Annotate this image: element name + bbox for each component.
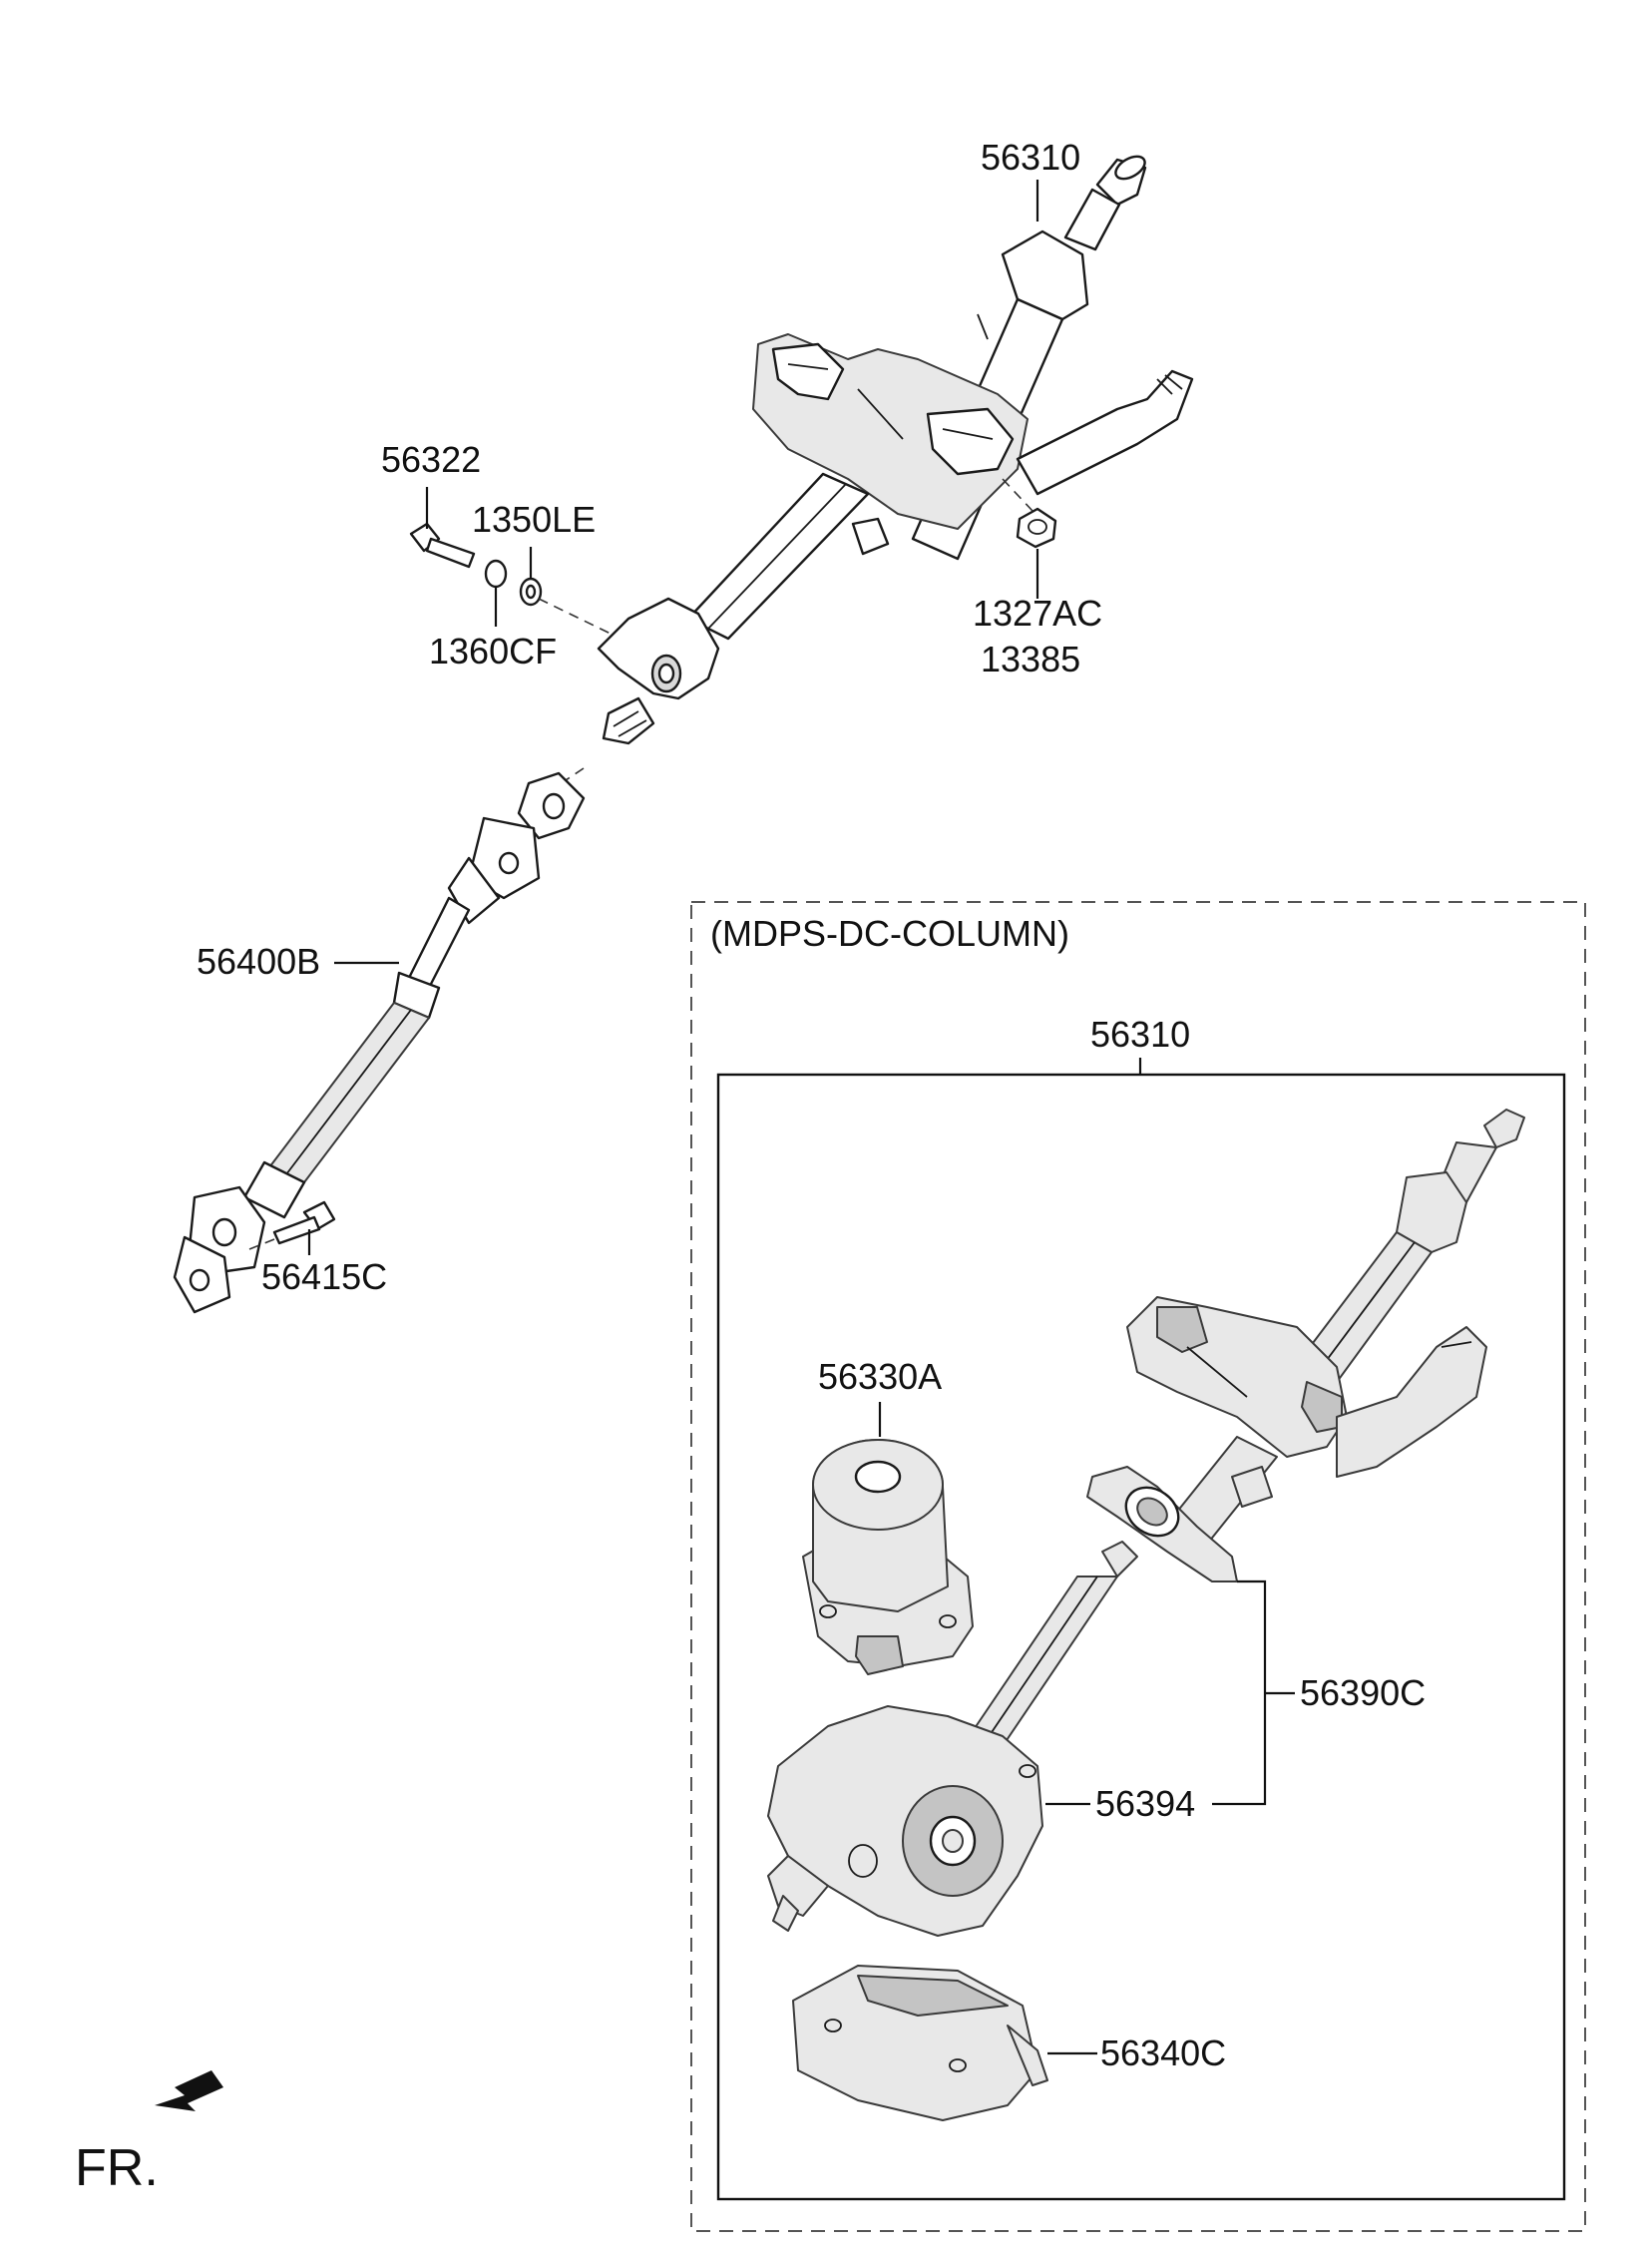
reducer-56394 bbox=[767, 1541, 1138, 1937]
label-56390c: 56390C bbox=[1300, 1672, 1426, 1713]
mdps-group-title: (MDPS-DC-COLUMN) bbox=[710, 913, 1069, 954]
label-1350le: 1350LE bbox=[472, 499, 596, 540]
label-56340c: 56340C bbox=[1100, 2032, 1226, 2073]
label-56310-group: 56310 bbox=[1090, 1014, 1190, 1055]
label-56310-upper: 56310 bbox=[981, 137, 1080, 178]
intermediate-shaft bbox=[173, 767, 586, 1314]
washer-1360cf bbox=[484, 559, 508, 589]
label-56400b: 56400B bbox=[197, 941, 320, 982]
label-56415c: 56415C bbox=[261, 1256, 387, 1297]
nut-1327ac bbox=[1016, 507, 1057, 549]
bolt-56415c bbox=[272, 1200, 336, 1245]
steering-column-upper bbox=[597, 155, 1194, 745]
leader-lines bbox=[307, 180, 1295, 2055]
ecu-56340c bbox=[792, 1965, 1048, 2121]
label-56322: 56322 bbox=[381, 439, 481, 480]
label-1327ac: 1327AC bbox=[973, 593, 1102, 634]
front-indicator-label: FR. bbox=[75, 2139, 159, 2197]
motor-56330a bbox=[802, 1439, 974, 1675]
label-56330a: 56330A bbox=[818, 1356, 942, 1397]
mdps-column-assembly bbox=[1086, 1109, 1525, 1582]
mdps-group-frame bbox=[690, 901, 1586, 2232]
label-56394: 56394 bbox=[1095, 1783, 1195, 1824]
label-13385: 13385 bbox=[981, 639, 1080, 679]
label-1360cf: 1360CF bbox=[429, 631, 557, 672]
front-arrow-icon bbox=[155, 2070, 223, 2111]
bolt-56322 bbox=[409, 522, 476, 569]
